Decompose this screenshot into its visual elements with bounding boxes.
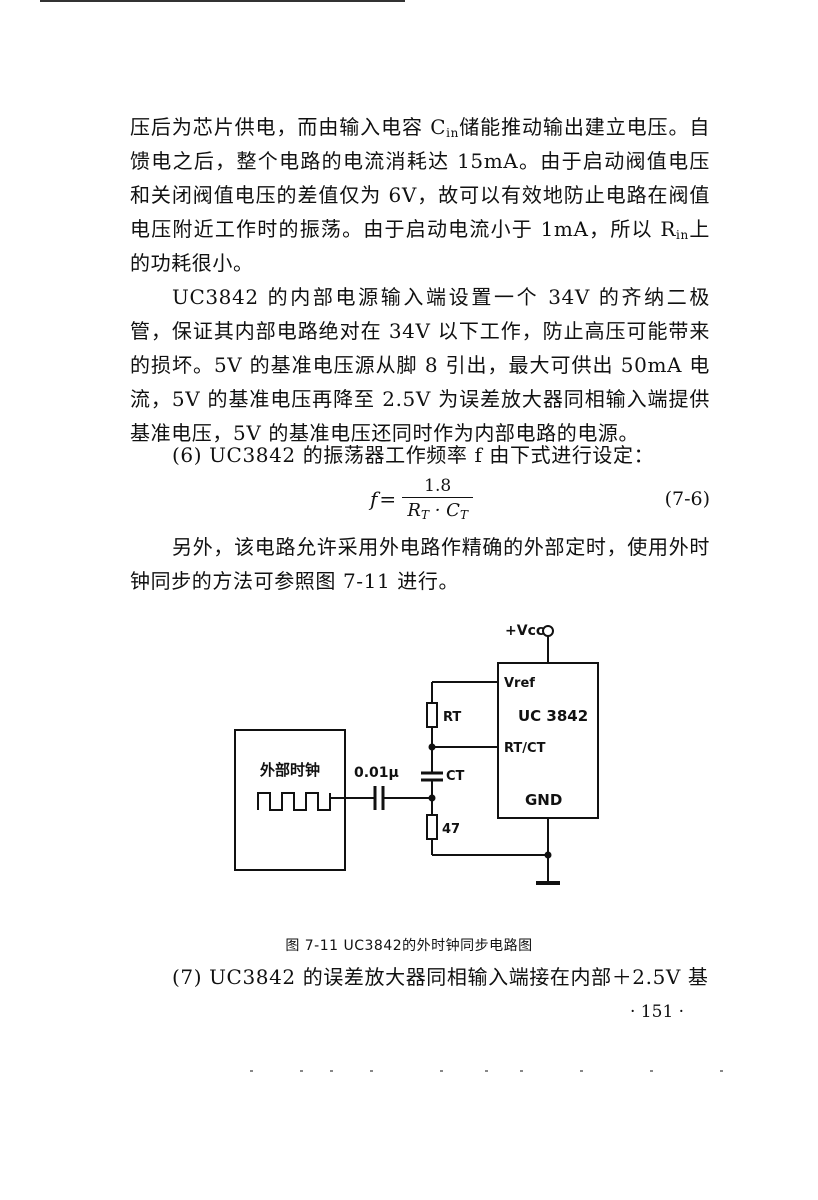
junction-dot — [428, 743, 436, 751]
paragraph-2: UC3842 的内部电源输入端设置一个 34V 的齐纳二极管，保证其内部电路绝对… — [130, 280, 710, 450]
figure-caption: 图 7-11 UC3842的外时钟同步电路图 — [285, 938, 533, 954]
resistor-rt-label: RT — [443, 710, 461, 725]
circuit-diagram: +Vcc Vref UC 3842 RT/CT GND RT CT 47 0.0… — [234, 623, 599, 885]
top-rule — [40, 0, 405, 2]
p5-text: (7) UC3842 的误差放大器同相输入端接在内部＋2.5V 基 — [172, 965, 709, 989]
resistor-47-label: 47 — [442, 822, 460, 837]
capacitor-ct-label: CT — [446, 769, 465, 784]
p3-text: (6) UC3842 的振荡器工作频率 f 由下式进行设定： — [172, 443, 655, 467]
p1-text-b: 储能推动输出建立电压。自馈电之后，整个电路的电流消耗达 15mA。由于启动阀值电… — [130, 115, 710, 241]
paragraph-4: 另外，该电路允许采用外电路作精确的外部定时，使用外时钟同步的方法可参照图 7-1… — [130, 530, 710, 598]
pin-gnd-label: GND — [525, 791, 562, 809]
coupling-capacitor-label: 0.01μ — [354, 765, 399, 781]
square-wave-icon — [257, 792, 331, 811]
vcc-terminal-icon — [542, 625, 554, 637]
pin-rtct-label: RT/CT — [504, 741, 546, 756]
chip-name-label: UC 3842 — [518, 707, 588, 725]
junction-dot — [428, 794, 436, 802]
external-clock-label: 外部时钟 — [259, 761, 320, 779]
paragraph-3: (6) UC3842 的振荡器工作频率 f 由下式进行设定： — [130, 438, 710, 472]
p1-text-a: 压后为芯片供电，而由输入电容 C — [130, 115, 447, 139]
external-clock-box — [234, 729, 346, 871]
formula-numerator: 1.8 — [402, 476, 474, 498]
p4-text: 另外，该电路允许采用外电路作精确的外部定时，使用外时钟同步的方法可参照图 7-1… — [130, 535, 710, 593]
p1-rin-subscript: in — [676, 228, 689, 242]
formula-equals: = — [379, 486, 397, 511]
resistor-rt — [426, 702, 438, 728]
paragraph-1: 压后为芯片供电，而由输入电容 Cin储能推动输出建立电压。自馈电之后，整个电路的… — [130, 110, 710, 280]
page-number: · 151 · — [630, 1002, 685, 1022]
scan-specks — [240, 1070, 740, 1074]
formula-expression: f = 1.8 RT · CT — [370, 476, 474, 522]
paragraph-5: (7) UC3842 的误差放大器同相输入端接在内部＋2.5V 基 — [130, 960, 710, 994]
formula-denominator: RT · CT — [407, 500, 468, 522]
formula-fraction: 1.8 RT · CT — [402, 476, 474, 522]
junction-dot — [544, 851, 552, 859]
formula-7-6: f = 1.8 RT · CT (7-6) — [130, 476, 710, 524]
p1-cin-subscript: in — [446, 126, 459, 140]
p1-text-c: 上的功耗很小。 — [130, 217, 710, 275]
vcc-label: +Vcc — [505, 623, 544, 639]
equation-number: (7-6) — [664, 488, 710, 510]
formula-lhs: f — [370, 486, 378, 511]
pin-vref-label: Vref — [504, 676, 535, 691]
resistor-47 — [426, 814, 438, 840]
p2-text: UC3842 的内部电源输入端设置一个 34V 的齐纳二极管，保证其内部电路绝对… — [130, 285, 710, 445]
